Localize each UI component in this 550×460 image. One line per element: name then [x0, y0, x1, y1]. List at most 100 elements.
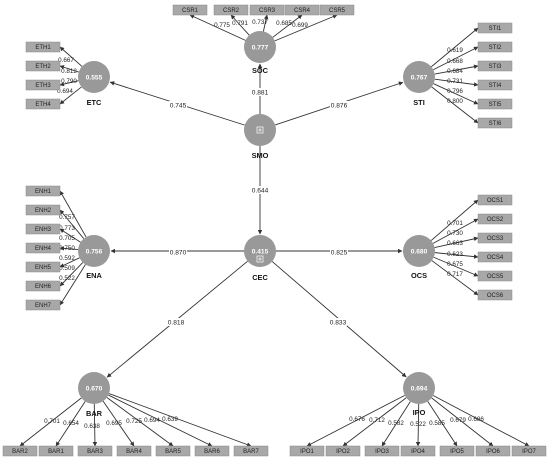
loading-arrow-csr1: [189, 14, 246, 41]
loading-value-enh7: 0.522: [59, 275, 75, 282]
loading-value-ipo2: 0.712: [369, 417, 385, 424]
loading-value-csr3: 0.737: [252, 19, 268, 26]
loading-arrow-eth1: [59, 46, 83, 67]
indicator-box-sti3: [477, 60, 513, 72]
loading-arrow-ocs4: [434, 252, 479, 259]
indicator-name-bar2: BAR2: [12, 449, 28, 455]
latent-node-ocs: [403, 235, 435, 267]
loading-value-bar7: 0.639: [162, 416, 178, 423]
latent-node-soc: [244, 31, 276, 63]
indicator-box-ipo4: [400, 445, 436, 457]
loading-value-ocs3: 0.663: [447, 240, 463, 247]
indicator-name-sti6: STI6: [489, 121, 502, 127]
loading-arrow-csr3: [262, 14, 269, 32]
loading-arrow-enh1: [59, 190, 87, 238]
indicator-name-ipo7: IPO7: [522, 449, 536, 455]
path-coef-bg: [251, 186, 269, 194]
loading-arrow-sti3: [434, 64, 479, 75]
indicator-name-sti3: STI3: [489, 64, 502, 70]
latent-node-sti: [403, 61, 435, 93]
loading-value-ocs4: 0.623: [447, 251, 463, 258]
loading-value-csr2: 0.791: [232, 20, 248, 27]
indicator-name-ipo2: IPO2: [336, 449, 350, 455]
expand-icon: [256, 126, 264, 134]
loading-arrow-sti4: [434, 78, 479, 87]
path-coefficient-smo-soc: 0.881: [252, 90, 269, 97]
indicator-name-ocs6: OCS6: [487, 293, 504, 299]
latent-name-ocs: OCS: [411, 271, 427, 280]
indicator-box-bar2: [2, 445, 38, 457]
latent-r2-ena: 0.756: [86, 248, 103, 255]
loading-arrow-sti6: [431, 86, 479, 124]
loading-value-ipo5: 0.585: [429, 420, 445, 427]
indicator-box-bar3: [77, 445, 113, 457]
indicator-name-ipo3: IPO3: [375, 449, 389, 455]
loading-arrow-csr2: [230, 14, 250, 36]
indicator-box-ipo1: [289, 445, 325, 457]
path-coef-bg: [167, 318, 185, 326]
indicator-name-eth4: ETH4: [35, 102, 51, 108]
indicator-name-ocs3: OCS3: [487, 236, 504, 242]
indicator-box-ipo3: [364, 445, 400, 457]
indicator-box-ipo6: [475, 445, 511, 457]
loading-arrow-ipo7: [432, 395, 530, 447]
indicator-name-eth2: ETH2: [35, 64, 51, 70]
path-coef-bg: [330, 101, 348, 109]
latent-r2-etc: 0.555: [86, 74, 103, 81]
expand-icon: [256, 255, 264, 263]
indicator-name-ipo6: IPO6: [486, 449, 500, 455]
loading-arrow-ipo6: [431, 397, 494, 447]
indicator-name-ocs5: OCS5: [487, 274, 504, 280]
indicator-box-ocs5: [477, 270, 513, 282]
indicator-box-ipo7: [511, 445, 547, 457]
indicator-box-sti2: [477, 41, 513, 53]
indicator-name-ipo1: IPO1: [300, 449, 314, 455]
loading-arrow-eth2: [59, 65, 79, 73]
loading-value-bar3: 0.638: [84, 423, 100, 430]
loading-value-enh5: 0.592: [59, 255, 75, 262]
indicator-box-enh1: [25, 185, 61, 197]
loading-value-ocs5: 0.675: [447, 261, 463, 268]
indicator-name-sti1: STI1: [489, 26, 502, 32]
path-coefficient-cec-ipo: 0.833: [330, 320, 347, 327]
latent-node-bar: [78, 372, 110, 404]
indicator-name-bar4: BAR4: [126, 449, 142, 455]
path-coef-bg: [330, 248, 348, 256]
indicator-box-sti1: [477, 22, 513, 34]
loading-arrow-enh5: [59, 257, 80, 268]
loading-value-ocs1: 0.701: [447, 220, 463, 227]
latent-name-cec: CEC: [252, 273, 268, 282]
loading-value-ipo3: 0.582: [388, 420, 404, 427]
indicator-name-bar6: BAR6: [204, 449, 220, 455]
indicator-name-csr1: CSR1: [182, 8, 199, 14]
indicator-name-ocs2: OCS2: [487, 217, 504, 223]
indicator-name-bar5: BAR5: [165, 449, 181, 455]
loading-arrow-bar4: [102, 400, 135, 447]
path-coefficient-cec-bar: 0.818: [168, 320, 185, 327]
indicator-name-ipo4: IPO4: [411, 449, 425, 455]
loading-arrow-sti5: [433, 83, 479, 105]
indicator-name-csr2: CSR2: [223, 8, 240, 14]
indicator-box-bar6: [194, 445, 230, 457]
loading-arrow-enh3: [59, 228, 81, 243]
loading-arrow-bar6: [108, 394, 213, 447]
loading-value-ipo6: 0.679: [450, 417, 466, 424]
loading-value-sti6: 0.800: [447, 98, 463, 105]
latent-r2-bar: 0.670: [86, 385, 103, 392]
indicator-name-ocs4: OCS4: [487, 255, 504, 261]
indicator-box-bar1: [38, 445, 74, 457]
path-coefficient-smo-etc: 0.745: [170, 103, 187, 110]
indicator-box-enh5: [25, 261, 61, 273]
indicator-box-enh3: [25, 223, 61, 235]
indicator-name-csr4: CSR4: [294, 8, 311, 14]
indicator-name-bar7: BAR7: [243, 449, 259, 455]
indicator-box-sti5: [477, 98, 513, 110]
path-coefficient-cec-ocs: 0.825: [331, 250, 348, 257]
loading-arrow-ocs2: [432, 218, 479, 244]
indicator-name-ipo5: IPO5: [450, 449, 464, 455]
latent-r2-cec: 0.415: [252, 248, 269, 255]
loading-value-ocs2: 0.730: [447, 230, 463, 237]
latent-name-ena: ENA: [86, 271, 102, 280]
loading-arrow-ocs5: [433, 256, 479, 277]
